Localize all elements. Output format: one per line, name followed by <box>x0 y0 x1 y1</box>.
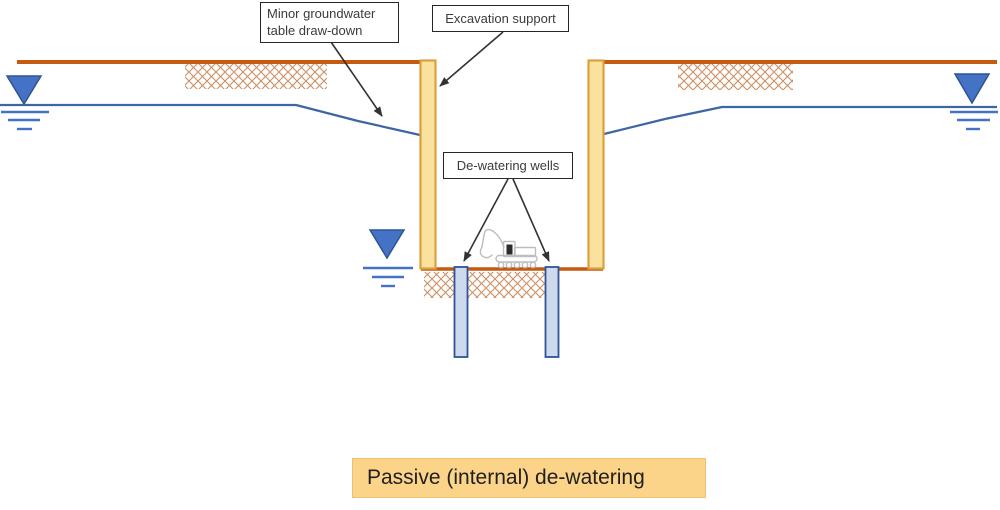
excavator-icon <box>479 228 538 269</box>
groundwater-line-left <box>0 103 421 137</box>
water-table-symbol-right <box>950 73 998 131</box>
arrow-well-left <box>463 178 509 262</box>
water-table-symbol-lowered <box>363 229 413 288</box>
soil-hatch-left <box>185 64 327 89</box>
soil-hatch-below-floor <box>424 272 545 298</box>
arrow-well-right <box>512 178 550 262</box>
label-excavation-support: Excavation support <box>432 5 569 32</box>
dewatering-well-left <box>453 266 469 358</box>
label-dewatering-wells: De-watering wells <box>443 152 573 179</box>
diagram-title: Passive (internal) de-watering <box>352 458 706 498</box>
dewatering-well-right <box>544 266 560 358</box>
water-table-symbol-left <box>1 75 49 131</box>
label-minor-drawdown: Minor groundwater table draw-down <box>260 2 399 43</box>
arrow-excavation-support <box>439 31 504 87</box>
excavation-wall-left <box>419 59 437 270</box>
soil-hatch-right <box>678 64 793 90</box>
excavation-wall-right <box>587 59 605 270</box>
groundwater-line-right <box>603 105 997 136</box>
arrow-drawdown <box>330 41 383 117</box>
